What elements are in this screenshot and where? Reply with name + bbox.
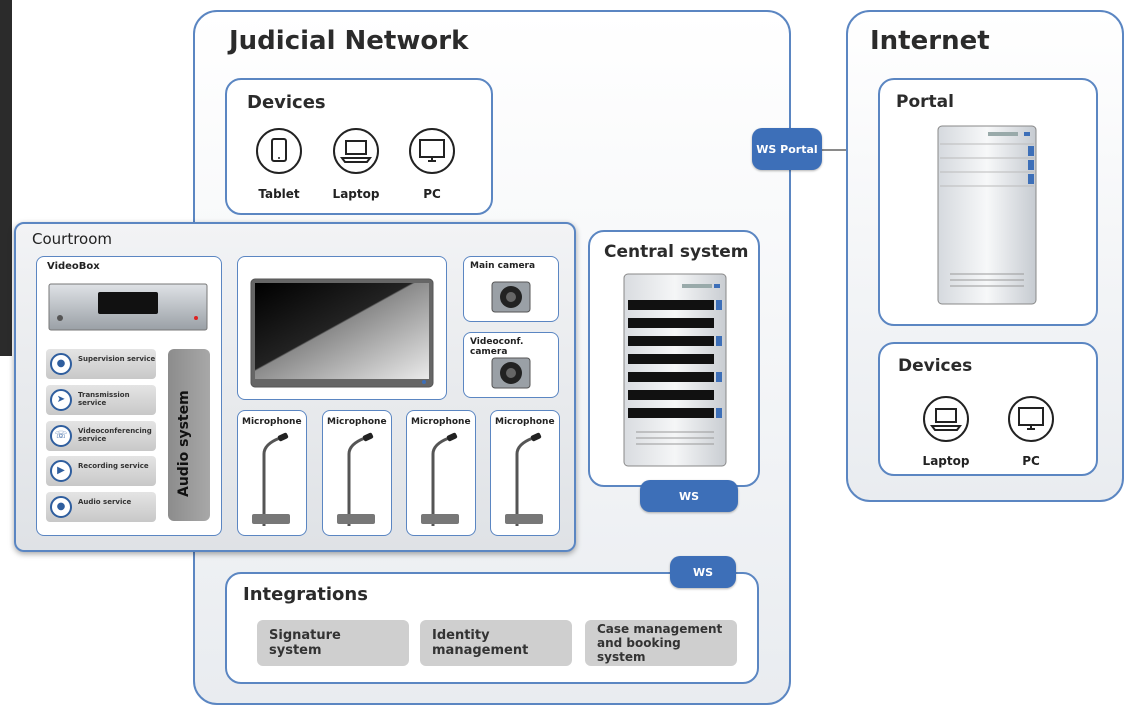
internet-laptop-icon [923, 396, 969, 442]
videoconf-camera-label: Videoconf. camera [470, 337, 524, 357]
supervision-label: Supervision service [78, 355, 156, 363]
signature-system-box: Signature system [257, 620, 409, 666]
left-edge-bar [0, 0, 12, 356]
pc-icon [409, 128, 455, 174]
main-camera-icon [490, 278, 532, 314]
microphone-icon-3 [419, 432, 467, 528]
microphone-small-icon: ● [50, 496, 72, 518]
internet-laptop-label: Laptop [922, 454, 970, 468]
supervision-service: ● Supervision service [46, 349, 156, 379]
videoconf-camera-icon [490, 354, 532, 390]
internet-devices-panel: Devices [878, 342, 1098, 476]
transmission-label: Transmission service [78, 391, 130, 407]
tablet-icon [256, 128, 302, 174]
recording-service: ▶ Recording service [46, 456, 156, 486]
audio-system-label: Audio system [176, 390, 192, 497]
ws-tag-integrations: WS [670, 556, 736, 588]
microphone-label-1: Microphone [242, 417, 302, 427]
central-system-title: Central system [604, 242, 749, 262]
display-screen-icon [250, 278, 434, 388]
audio-service: ● Audio service [46, 492, 156, 522]
microphone-icon-1 [250, 432, 298, 528]
microphone-label-4: Microphone [495, 417, 555, 427]
audio-system-bar: Audio system [168, 349, 210, 521]
internet-devices-title: Devices [898, 356, 973, 376]
audio-service-label: Audio service [78, 498, 132, 506]
transmission-icon: ➤ [50, 389, 72, 411]
videobox-title: VideoBox [47, 261, 100, 272]
ws-portal-tag: WS Portal [752, 128, 822, 170]
laptop-icon [333, 128, 379, 174]
integrations-title: Integrations [243, 584, 368, 605]
main-camera-label: Main camera [470, 261, 536, 271]
internet-pc-icon [1008, 396, 1054, 442]
central-server-icon [622, 272, 728, 468]
phone-icon: ☏ [50, 425, 72, 447]
judicial-devices-title: Devices [247, 92, 326, 113]
video-camera-icon: ▶ [50, 460, 72, 482]
portal-title: Portal [896, 92, 954, 112]
microphone-icon-4 [503, 432, 551, 528]
transmission-service: ➤ Transmission service [46, 385, 156, 415]
supervision-icon: ● [50, 353, 72, 375]
internet-title: Internet [870, 26, 990, 56]
microphone-icon-2 [335, 432, 383, 528]
videobox-device-icon [48, 280, 208, 332]
recording-label: Recording service [78, 462, 149, 470]
identity-management-box: Identity management [420, 620, 572, 666]
microphone-label-2: Microphone [327, 417, 387, 427]
case-management-box: Case management and booking system [585, 620, 737, 666]
videoconferencing-service: ☏ Videoconferencing service [46, 421, 156, 451]
tablet-label: Tablet [258, 187, 300, 201]
judicial-network-title: Judicial Network [229, 26, 469, 56]
videoconferencing-label: Videoconferencing service [78, 427, 152, 443]
laptop-label: Laptop [332, 187, 380, 201]
ws-tag-central: WS [640, 480, 738, 512]
courtroom-title: Courtroom [32, 230, 113, 248]
internet-pc-label: PC [1022, 454, 1040, 468]
pc-label: PC [423, 187, 441, 201]
microphone-label-3: Microphone [411, 417, 471, 427]
portal-server-icon [936, 124, 1038, 306]
